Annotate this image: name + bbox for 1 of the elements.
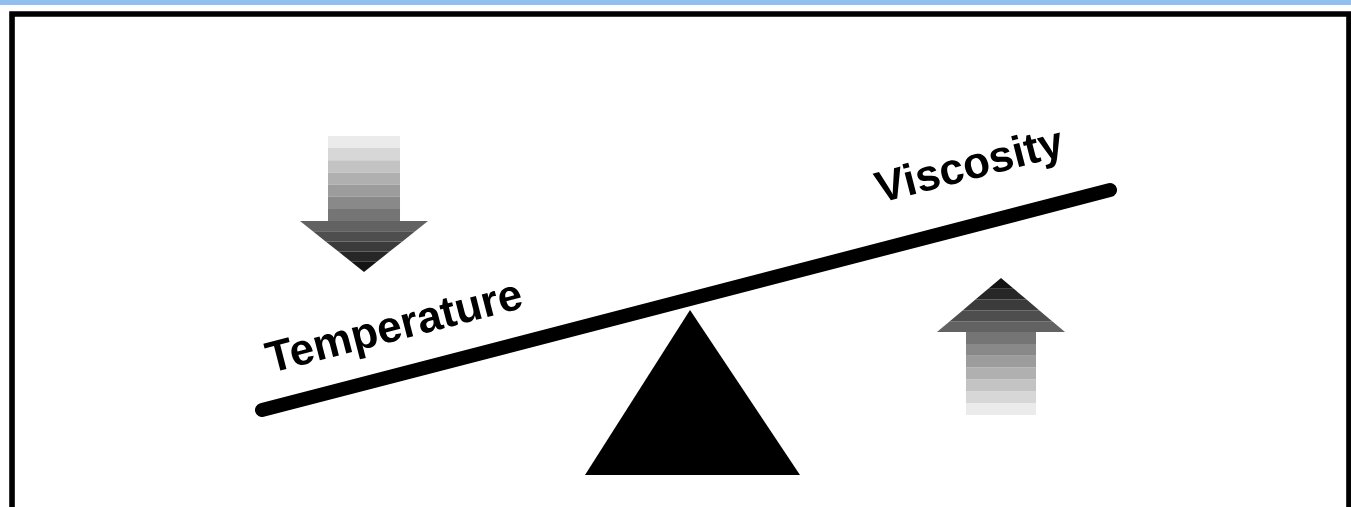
beam-label: Viscosity [872,132,1060,201]
